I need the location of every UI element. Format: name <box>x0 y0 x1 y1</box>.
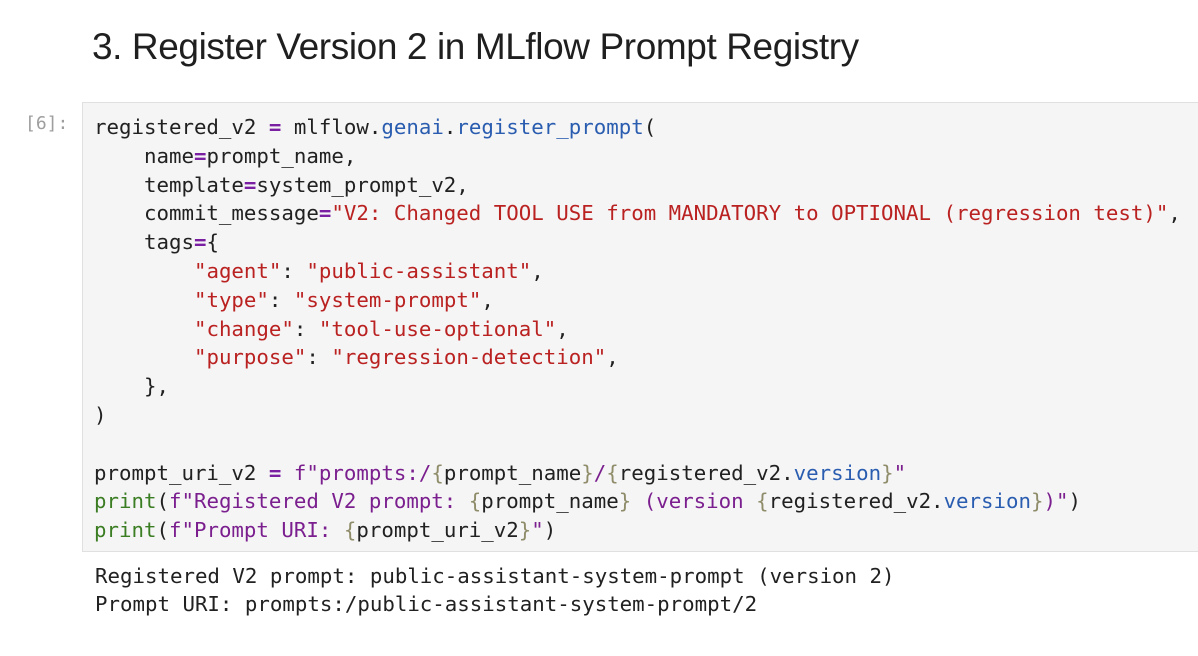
code-token-brace: { <box>343 518 357 543</box>
code-line: tags={ <box>94 228 1181 257</box>
code-token-plain <box>94 432 107 456</box>
code-token-builtin: print <box>94 489 157 514</box>
code-token-plain: ) <box>1068 489 1082 514</box>
code-line: registered_v2 = mlflow.genai.register_pr… <box>94 113 1181 142</box>
code-token-plain: , <box>556 316 569 341</box>
code-token-op: = <box>318 201 332 226</box>
code-token-brace: } <box>518 518 532 543</box>
code-token-attr: version <box>793 460 882 485</box>
code-token-attr: genai <box>381 115 444 139</box>
code-token-plain: : <box>281 258 307 283</box>
code-line <box>94 430 1181 459</box>
code-token-fstr: f"Registered V2 prompt: <box>168 489 469 514</box>
code-token-brace: } <box>881 460 894 485</box>
code-editor[interactable]: registered_v2 = mlflow.genai.register_pr… <box>94 113 1181 545</box>
code-token-op: = <box>193 143 207 168</box>
code-token-plain: system_prompt_v2, <box>256 172 469 197</box>
section-heading: 3. Register Version 2 in MLflow Prompt R… <box>92 26 859 67</box>
code-token-plain <box>94 259 194 283</box>
code-token-plain: ) <box>94 402 107 427</box>
code-token-op: = <box>268 115 282 139</box>
code-line: ) <box>94 401 1181 430</box>
code-token-brace: { <box>756 489 769 514</box>
code-token-plain: , <box>606 345 619 370</box>
code-token-plain: prompt_name, <box>206 143 357 168</box>
code-line: "change": "tool-use-optional", <box>94 315 1181 344</box>
code-token-fstr: (version <box>631 489 757 514</box>
code-token-plain: registered_v2. <box>768 489 944 514</box>
code-line: "agent": "public-assistant", <box>94 257 1181 286</box>
code-token-brace: } <box>1031 489 1044 514</box>
code-token-op: = <box>243 172 257 197</box>
code-token-plain: commit_message <box>94 201 319 226</box>
code-token-plain: name <box>94 143 194 168</box>
code-token-plain <box>94 345 194 369</box>
code-token-brace: } <box>618 489 632 514</box>
code-line: template=system_prompt_v2, <box>94 171 1181 200</box>
code-token-plain: , <box>1168 201 1181 226</box>
code-line: prompt_uri_v2 = f"prompts:/{prompt_name}… <box>94 459 1181 488</box>
code-token-fstr: / <box>593 460 607 485</box>
code-line: }, <box>94 372 1181 401</box>
code-token-str: "purpose" <box>193 345 307 370</box>
code-token-brace: { <box>468 489 482 514</box>
code-token-str: "regression-detection" <box>331 345 607 370</box>
code-token-brace: { <box>431 460 444 485</box>
code-token-op: = <box>193 230 207 255</box>
code-line: print(f"Prompt URI: {prompt_uri_v2}") <box>94 516 1181 545</box>
code-token-plain: mlflow. <box>281 115 382 139</box>
code-token-str: "public-assistant" <box>306 258 532 283</box>
code-token-plain: { <box>206 230 219 255</box>
code-token-str: "type" <box>193 287 269 312</box>
code-token-plain: ( <box>156 489 169 514</box>
code-cell[interactable]: registered_v2 = mlflow.genai.register_pr… <box>82 102 1198 552</box>
cell-output: Registered V2 prompt: public-assistant-s… <box>95 562 895 618</box>
code-token-brace: { <box>606 460 619 485</box>
code-token-plain <box>94 317 194 341</box>
code-token-plain: registered_v2 <box>94 115 269 139</box>
code-line: "purpose": "regression-detection", <box>94 343 1181 372</box>
code-token-plain: prompt_uri_v2 <box>356 518 519 543</box>
code-token-fstr: " <box>531 518 544 543</box>
code-line: print(f"Registered V2 prompt: {prompt_na… <box>94 487 1181 516</box>
code-token-builtin: print <box>94 518 157 543</box>
code-token-plain: . <box>443 115 457 139</box>
code-token-plain: , <box>531 258 544 283</box>
code-line: commit_message="V2: Changed TOOL USE fro… <box>94 199 1181 228</box>
code-token-str: "change" <box>193 316 294 341</box>
code-token-plain: ) <box>543 518 557 543</box>
code-token-str: "system-prompt" <box>293 287 482 312</box>
output-line: Registered V2 prompt: public-assistant-s… <box>95 564 895 588</box>
code-token-plain: prompt_uri_v2 <box>94 460 269 485</box>
code-token-str: "agent" <box>193 258 282 283</box>
code-token-plain: prompt_name <box>443 460 582 485</box>
code-token-plain: tags <box>94 230 194 255</box>
code-token-plain: : <box>268 287 294 312</box>
code-token-attr: version <box>943 489 1032 514</box>
code-token-plain: prompt_name <box>481 489 619 514</box>
output-line: Prompt URI: prompts:/public-assistant-sy… <box>95 592 758 616</box>
code-token-plain: : <box>293 316 319 341</box>
code-token-fstr: f"Prompt URI: <box>168 518 344 543</box>
execution-count: [6]: <box>25 113 69 134</box>
code-token-plain: : <box>306 345 332 370</box>
code-token-fstr: " <box>893 460 907 485</box>
code-token-plain: ( <box>643 115 657 139</box>
code-token-fstr: )" <box>1043 489 1069 514</box>
code-token-plain: registered_v2. <box>618 460 794 485</box>
code-token-plain: ( <box>156 518 169 543</box>
code-token-plain: template <box>94 172 244 197</box>
code-token-fstr: f"prompts:/ <box>293 460 432 485</box>
code-token-plain: , <box>481 287 494 312</box>
code-token-plain: }, <box>94 374 169 399</box>
code-token-plain <box>281 461 294 485</box>
code-line: "type": "system-prompt", <box>94 286 1181 315</box>
code-token-op: = <box>268 460 282 485</box>
code-token-plain <box>94 288 194 312</box>
code-token-str: "tool-use-optional" <box>318 316 557 341</box>
code-token-brace: } <box>581 460 594 485</box>
code-token-attr: register_prompt <box>456 115 644 139</box>
code-token-str: "V2: Changed TOOL USE from MANDATORY to … <box>331 201 1169 226</box>
code-line: name=prompt_name, <box>94 142 1181 171</box>
